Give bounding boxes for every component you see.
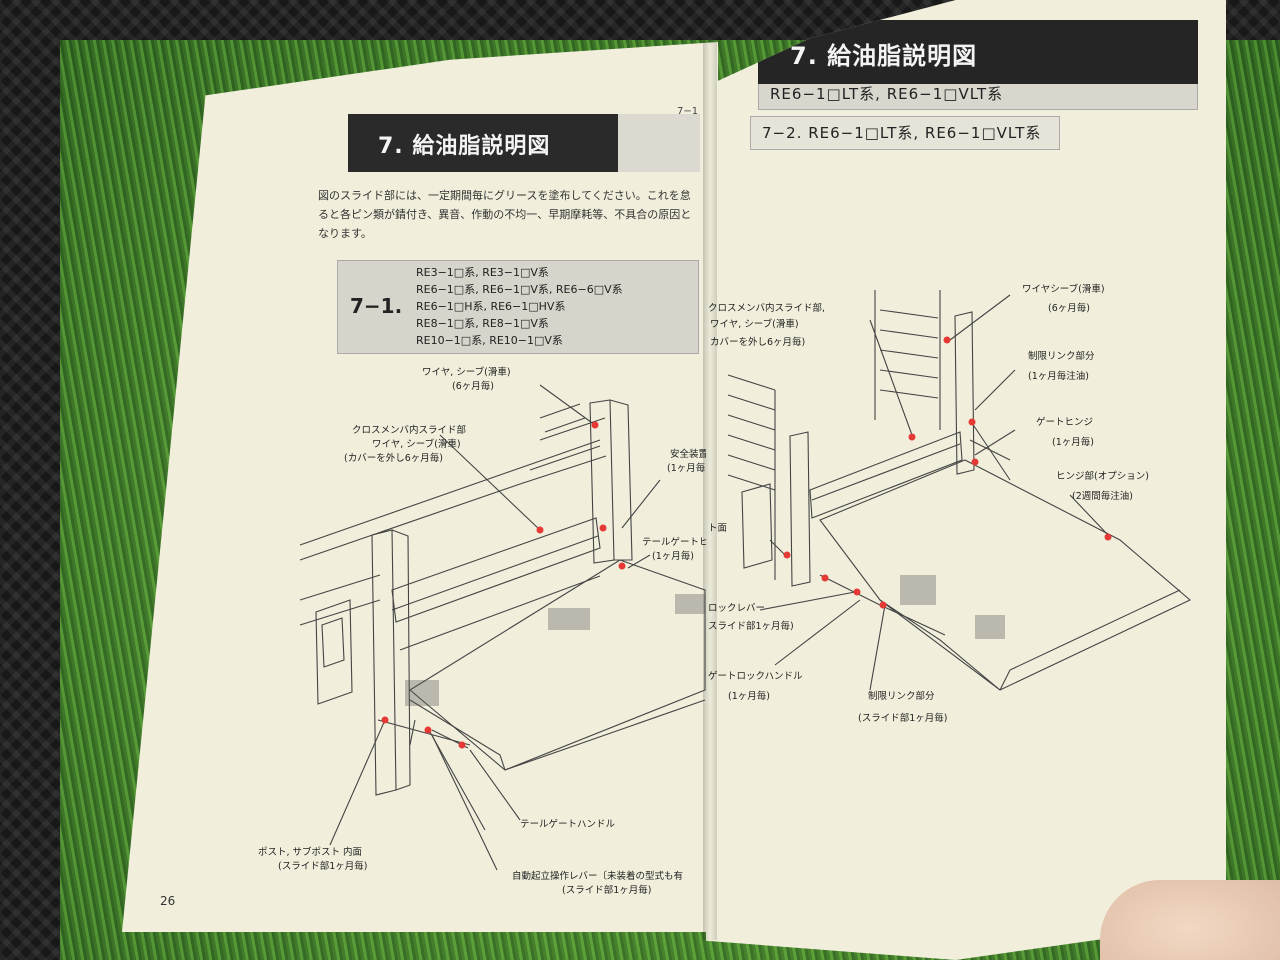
label-post-interval: (スライド部1ヶ月毎) xyxy=(278,861,368,872)
model-line: RE6−1□H系, RE6−1□HV系 xyxy=(416,300,566,313)
section-box xyxy=(750,116,1060,150)
label-post: ポスト, サブポスト 内面 xyxy=(258,847,363,858)
grease-point xyxy=(536,526,544,534)
grease-point xyxy=(1104,533,1112,541)
label-gate-hinge: ゲートヒンジ xyxy=(1036,417,1094,428)
label-safety-device: 安全装置 xyxy=(670,449,709,460)
model-line: RE10−1□系, RE10−1□V系 xyxy=(416,334,563,347)
hand-thumb xyxy=(1100,880,1280,960)
grease-point xyxy=(591,421,599,429)
model-line: RE6−1□系, RE6−1□V系, RE6−6□V系 xyxy=(416,283,623,296)
label-auto-lever: 自動起立操作レバー〔未装着の型式も有 xyxy=(512,871,684,882)
grease-points xyxy=(381,336,1112,749)
label-wire-sheave: ワイヤ, シーブ(滑車) xyxy=(422,367,511,378)
label-limit-link-slide: 制限リンク部分 xyxy=(868,691,935,702)
label-safety-interval: (1ヶ月毎) xyxy=(667,463,709,474)
grease-point xyxy=(971,458,979,466)
section-heading: 7−2. RE6−1□LT系, RE6−1□VLT系 xyxy=(762,124,1042,142)
label-tailgate-hinge: テールゲートヒ xyxy=(642,537,709,548)
texture-patches xyxy=(405,575,1005,706)
grease-point xyxy=(783,551,791,559)
grease-point xyxy=(943,336,951,344)
label-crossmember-slide: クロスメンバ内スライド部, xyxy=(708,303,826,314)
label-gate-hinge-interval: (1ヶ月毎) xyxy=(1052,437,1094,448)
label-lock-lever-interval: スライド部1ヶ月毎) xyxy=(708,621,794,632)
label-crossmember-interval: カバーを外し6ヶ月毎) xyxy=(710,337,806,348)
page-title: 7. 給油脂説明図 xyxy=(348,114,618,172)
page-code: 7−1 xyxy=(677,106,699,117)
left-diagram xyxy=(299,384,706,871)
label-hinge-option-interval: (2週間毎注油) xyxy=(1072,491,1133,502)
model-line: RE3−1□系, RE3−1□V系 xyxy=(416,266,549,279)
label-crossmember-wire: ワイヤ, シーブ(滑車) xyxy=(372,439,461,450)
label-gate-lock-handle: ゲートロックハンドル xyxy=(708,671,803,682)
right-page: 7. 給油脂説明図 RE6−1□LT系, RE6−1□VLT系 7−2. RE6… xyxy=(706,0,1226,960)
label-auto-lever-interval: (スライド部1ヶ月毎) xyxy=(562,885,652,896)
page-number-left: 26 xyxy=(160,894,176,908)
grease-point xyxy=(908,433,916,441)
label-wire-sheave-interval: (6ヶ月毎) xyxy=(1048,303,1090,314)
grease-point xyxy=(458,741,466,749)
right-diagram xyxy=(727,290,1192,691)
label-gate-lock-interval: (1ヶ月毎) xyxy=(728,691,770,702)
label-wire-sheave-interval: (6ヶ月毎) xyxy=(452,381,494,392)
grease-point xyxy=(879,601,887,609)
grease-point xyxy=(381,716,389,724)
label-limit-link: 制限リンク部分 xyxy=(1028,351,1095,362)
label-crossmember-wire: ワイヤ, シーブ(滑車) xyxy=(710,319,799,330)
label-hinge-option: ヒンジ部(オプション) xyxy=(1056,471,1149,482)
model-list-box xyxy=(337,260,699,354)
grease-point xyxy=(968,418,976,426)
section-number: 7−1. xyxy=(350,294,403,318)
grease-point xyxy=(599,524,607,532)
grease-point xyxy=(618,562,626,570)
label-limit-link-interval: (1ヶ月毎注油) xyxy=(1028,371,1089,382)
label-wire-sheave: ワイヤシーブ(滑車) xyxy=(1022,284,1105,295)
left-page: 7−1 7. 給油脂説明図 図のスライド部には、一定期間毎にグリースを塗布してく… xyxy=(122,42,718,932)
label-crossmember-interval: (カバーを外し6ヶ月毎) xyxy=(344,453,443,464)
book-spine xyxy=(703,40,717,940)
grease-point xyxy=(424,726,432,734)
label-tailgate-hinge-interval: (1ヶ月毎) xyxy=(652,551,694,562)
page-subtitle: RE6−1□LT系, RE6−1□VLT系 xyxy=(770,85,1004,103)
model-line: RE8−1□系, RE8−1□V系 xyxy=(416,317,549,330)
label-gate-face: ト面 xyxy=(708,523,728,534)
label-tailgate-handle: テールゲートハンドル xyxy=(520,819,616,830)
label-lock-lever: ロックレバー xyxy=(708,603,766,614)
intro-text: 図のスライド部には、一定期間毎にグリースを塗布してください。これを怠ると各ピン類… xyxy=(318,189,692,240)
grease-point xyxy=(853,588,861,596)
grease-point xyxy=(821,574,829,582)
label-crossmember-slide: クロスメンバ内スライド部 xyxy=(352,425,467,436)
label-limit-link-slide-interval: (スライド部1ヶ月毎) xyxy=(858,713,948,724)
